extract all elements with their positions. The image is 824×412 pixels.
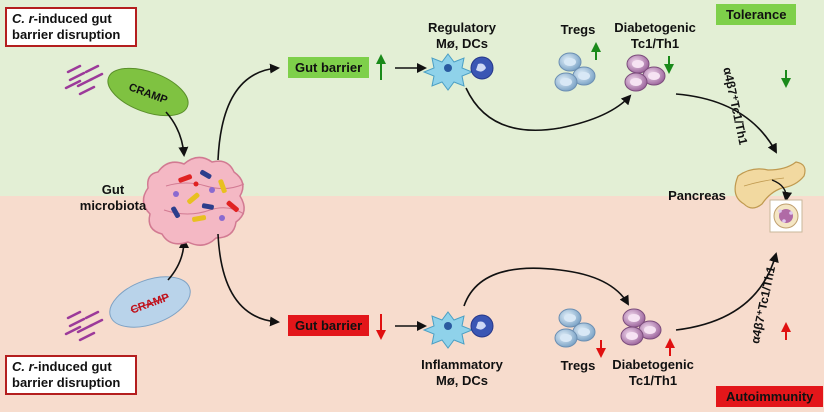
arrow-diabetogenic-bottom-to-pancreas bbox=[675, 252, 779, 331]
cr-bottom-rest: -induced gut bbox=[33, 359, 112, 374]
tregs-top-label: Tregs bbox=[560, 22, 596, 37]
arrow-diabetogenic-top-to-pancreas bbox=[675, 93, 777, 154]
cr-induced-disruption-bottom-box: C. r-induced gut barrier disruption bbox=[5, 355, 137, 395]
arrow-cramp-bottom-to-gut bbox=[167, 238, 189, 281]
gut-microbiota-line2: microbiota bbox=[79, 198, 147, 213]
peptide-bundle-bottom-icon bbox=[64, 310, 104, 342]
autoimmunity-tag: Autoimmunity bbox=[716, 386, 824, 407]
gut-barrier-bottom-badge: Gut barrier bbox=[288, 315, 370, 336]
inflammatory-line2: Mø, DCs bbox=[436, 373, 488, 388]
arrow-gut-to-barrier-top bbox=[217, 63, 280, 161]
cr-bottom-italic: C. r bbox=[12, 359, 34, 374]
peptide-bundle-top-icon bbox=[64, 64, 104, 96]
diabetogenic-bottom-icon bbox=[620, 308, 662, 346]
regulatory-line2: Mø, DCs bbox=[436, 36, 488, 51]
cr-top-rest: -induced gut bbox=[33, 11, 112, 26]
cr-bottom-line2: barrier disruption bbox=[12, 375, 121, 390]
cramp-top-shape bbox=[107, 67, 189, 117]
pancreas-icon bbox=[734, 161, 806, 209]
diabetogenic-bottom-line2: Tc1/Th1 bbox=[628, 373, 678, 388]
cr-top-line2: barrier disruption bbox=[12, 27, 121, 42]
tregs-bottom-icon bbox=[554, 308, 596, 348]
diabetogenic-bottom-label: Diabetogenic Tc1/Th1 bbox=[606, 357, 700, 389]
regulatory-label: Regulatory Mø, DCs bbox=[418, 20, 506, 52]
gut-microbiota-icon bbox=[142, 156, 245, 246]
arrow-pancreas-to-islet bbox=[771, 179, 793, 202]
pancreas-label: Pancreas bbox=[668, 188, 726, 203]
gut-microbiota-label: Gut microbiota bbox=[76, 182, 150, 214]
diabetogenic-top-line1: Diabetogenic bbox=[614, 20, 696, 35]
regulatory-line1: Regulatory bbox=[428, 20, 496, 35]
cr-induced-disruption-top-box: C. r-induced gut barrier disruption bbox=[5, 7, 137, 47]
tregs-top-icon bbox=[554, 52, 596, 92]
diabetogenic-top-icon bbox=[624, 54, 666, 92]
arrow-gut-to-barrier-bottom bbox=[217, 233, 280, 327]
diabetogenic-top-line2: Tc1/Th1 bbox=[630, 36, 680, 51]
inflammatory-line1: Inflammatory bbox=[421, 357, 503, 372]
tregs-bottom-label: Tregs bbox=[560, 358, 596, 373]
gut-microbiota-line1: Gut bbox=[101, 182, 125, 197]
arrow-cramp-top-to-gut bbox=[165, 111, 189, 157]
arrow-regulatory-to-diabetogenic bbox=[465, 87, 632, 132]
islet-icon bbox=[769, 199, 803, 233]
cramp-bottom-shape bbox=[109, 276, 191, 328]
regulatory-macrophage-dc-icon bbox=[422, 53, 494, 91]
cr-top-italic: C. r bbox=[12, 11, 34, 26]
diabetogenic-top-label: Diabetogenic Tc1/Th1 bbox=[608, 20, 702, 52]
arrow-inflammatory-to-diabetogenic bbox=[463, 267, 629, 307]
diabetogenic-bottom-line1: Diabetogenic bbox=[612, 357, 694, 372]
inflammatory-macrophage-dc-icon bbox=[422, 311, 494, 349]
inflammatory-label: Inflammatory Mø, DCs bbox=[412, 357, 512, 389]
tolerance-tag: Tolerance bbox=[716, 4, 797, 25]
gut-barrier-top-badge: Gut barrier bbox=[288, 57, 370, 78]
